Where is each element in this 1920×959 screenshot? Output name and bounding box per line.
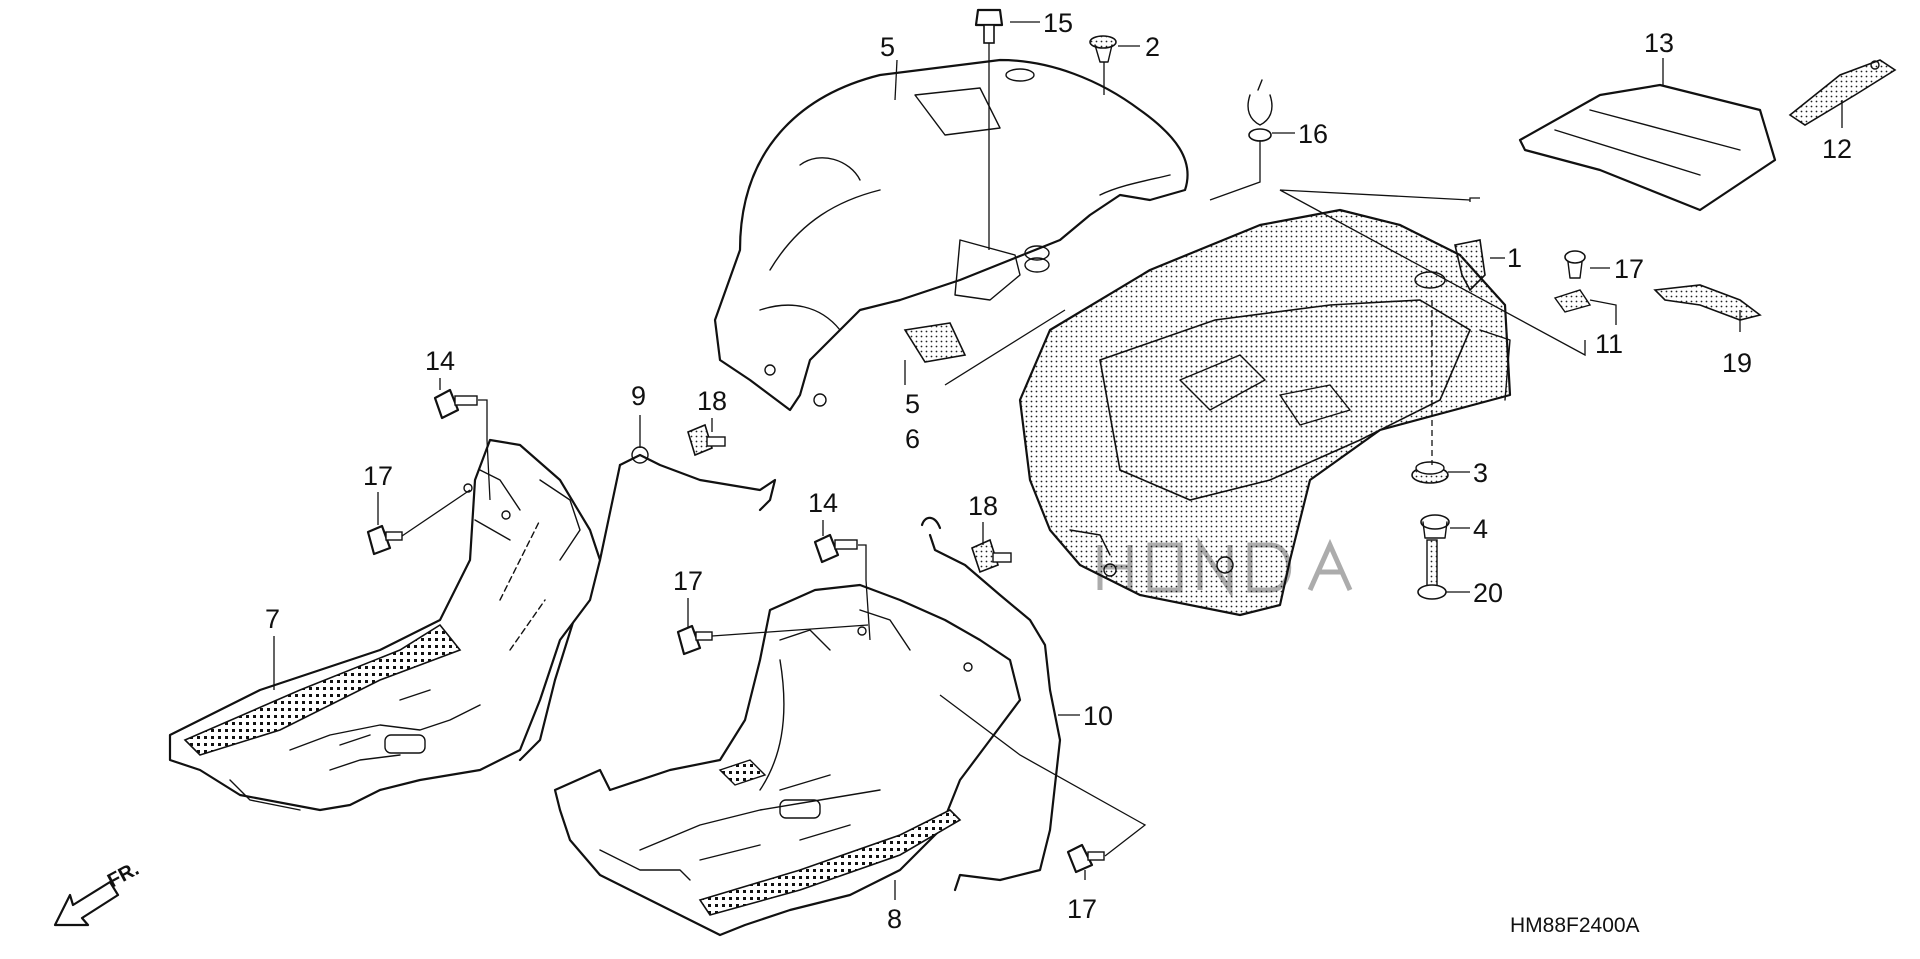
rear-flap-part xyxy=(1518,83,1777,212)
clip-17-bottom-part xyxy=(1066,843,1105,874)
callout-20: 20 xyxy=(1473,578,1503,608)
callout-9: 9 xyxy=(631,381,646,411)
callout-18-mid: 18 xyxy=(968,491,998,521)
callout-18-left: 18 xyxy=(697,386,727,416)
callout-5-bottom: 5 xyxy=(905,389,920,419)
callout-7: 7 xyxy=(265,604,280,634)
callout-12: 12 xyxy=(1822,134,1852,164)
collar-4-part xyxy=(1420,514,1450,539)
front-fender-part xyxy=(713,58,1189,412)
callout-2: 2 xyxy=(1145,32,1160,62)
callout-5-top: 5 xyxy=(880,32,895,62)
callout-17-mid: 17 xyxy=(673,566,703,596)
diagram-reference-code: HM88F2400A xyxy=(1510,914,1640,937)
left-floorboard-part xyxy=(168,438,602,812)
bolt-20-part xyxy=(1417,539,1447,600)
clip-16-part xyxy=(1247,79,1273,142)
leader-lines xyxy=(273,21,1843,900)
bolt-18-mid-part xyxy=(971,538,1012,574)
bolt-15-part xyxy=(974,8,1004,44)
callout-11: 11 xyxy=(1595,329,1623,359)
callout-16: 16 xyxy=(1298,119,1328,149)
clip-17-left-part xyxy=(366,524,403,556)
fender-pad-part xyxy=(903,322,967,363)
bolt-14-left-part xyxy=(433,388,478,420)
clip-2-part xyxy=(1089,35,1117,63)
right-floorboard-part xyxy=(553,583,1022,937)
callout-17-top-right: 17 xyxy=(1614,254,1644,284)
callout-10: 10 xyxy=(1083,701,1113,731)
bolt-14-mid-part xyxy=(813,533,858,564)
bolt-18-left-part xyxy=(687,423,726,457)
wire-stay-9-part xyxy=(518,446,777,762)
callout-4: 4 xyxy=(1473,514,1488,544)
rear-fender-part xyxy=(1018,208,1512,617)
honda-watermark xyxy=(1097,536,1353,599)
callout-19: 19 xyxy=(1722,348,1752,378)
clip-1-part xyxy=(1454,239,1486,292)
clip-17-top-part xyxy=(1564,250,1586,279)
callout-8: 8 xyxy=(887,904,902,934)
bracket-12-part xyxy=(1788,59,1897,126)
callout-3: 3 xyxy=(1473,458,1488,488)
callout-1: 1 xyxy=(1507,243,1522,273)
bracket-19-part xyxy=(1653,284,1762,321)
callout-14-mid: 14 xyxy=(808,488,838,518)
callout-17-left: 17 xyxy=(363,461,393,491)
clip-17-mid-part xyxy=(676,624,713,656)
callout-17-bottom: 17 xyxy=(1067,894,1097,924)
grommet-3-part xyxy=(1411,461,1449,484)
arrow-down-left-icon xyxy=(53,880,120,927)
callout-6: 6 xyxy=(905,424,920,454)
front-direction-indicator: FR. xyxy=(53,858,143,927)
wire-stay-10-part xyxy=(920,516,1062,892)
callout-labels: 1 2 3 4 5 5 6 7 8 9 10 11 12 13 14 14 15… xyxy=(265,8,1852,934)
callout-13: 13 xyxy=(1644,28,1674,58)
callout-14-left: 14 xyxy=(425,346,455,376)
nut-11-part xyxy=(1553,289,1592,313)
callout-15: 15 xyxy=(1043,8,1073,38)
